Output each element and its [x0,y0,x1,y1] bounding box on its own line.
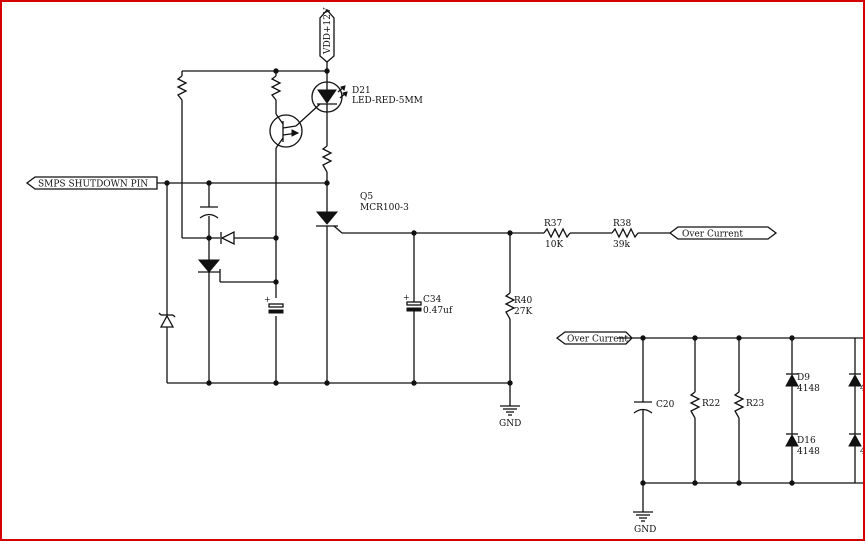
r38-value: 39k [613,240,630,250]
q5-value: MCR100-3 [360,203,409,213]
d9-ref: D9 [797,373,810,383]
over-current-out-label: Over Current [682,230,743,240]
capacitor-left [199,206,219,219]
r22-label: R22 [702,399,720,409]
d16-ref: D16 [797,436,816,446]
diode-horizontal [220,230,235,246]
r38-ref: R38 [613,219,632,229]
resistor-r38: R38 39k [611,219,639,250]
cut-diode-lower-value: 4 [860,447,865,457]
vdd-label: VDD+12V [323,7,333,55]
c34-value: 0.47uf [423,306,453,316]
resistor-led-series [321,145,333,173]
junctions [164,68,795,486]
resistor-top-left [176,75,188,101]
d9-value: 4148 [797,384,820,394]
wires [157,62,863,512]
r40-ref: R40 [514,296,533,306]
over-current-out-port: Over Current [668,226,778,240]
ground-symbol-1: GND [499,405,521,429]
ground-symbol-2: GND [633,511,656,535]
over-current-in-port: Over Current [555,331,633,345]
cut-diode-upper-value: 4 [860,384,865,394]
vdd-port: VDD+12V [319,7,335,63]
diode-d9: D9 4148 [785,373,820,394]
smps-shutdown-port: SMPS SHUTDOWN PIN [25,176,158,190]
diode-cut-lower: 4 [848,433,865,457]
r37-value: 10K [545,240,563,250]
resistor-r23: R23 [733,391,765,419]
diode-left-vertical [158,312,176,328]
r40-value: 27K [514,307,532,317]
scr-q5: Q5 MCR100-3 [315,192,409,227]
c34-ref: C34 [423,295,442,305]
r37-ref: R37 [544,219,563,229]
c20-ref: C20 [656,400,675,410]
capacitor-polarized-mid: + [264,295,284,314]
scr-left [197,259,221,273]
c34-polarity: + [403,293,410,302]
led-d21: D21 LED-RED-5MM [311,81,423,113]
resistor-r40: R40 27K [504,292,533,320]
resistor-r22: C20 R22 [689,391,720,419]
q5-ref: Q5 [360,192,373,202]
d21-value: LED-RED-5MM [352,96,423,106]
diode-d16: D16 4148 [785,433,820,457]
smps-label: SMPS SHUTDOWN PIN [38,180,148,190]
r23-label: R23 [746,399,765,409]
transistor [269,113,303,149]
resistor-r37: R37 10K [543,219,571,250]
capacitor-c34: + C34 0.47uf [403,293,453,316]
resistor-top-mid [270,75,282,101]
diode-cut-upper: 4 [848,373,865,394]
gnd-2-label: GND [634,525,656,535]
d21-ref: D21 [352,86,371,96]
over-current-in-label: Over Current [567,335,628,345]
cap-mid-polarity: + [264,295,271,304]
gnd-1-label: GND [499,419,521,429]
capacitor-c20: C20 [633,400,675,414]
d16-value: 4148 [797,447,820,457]
